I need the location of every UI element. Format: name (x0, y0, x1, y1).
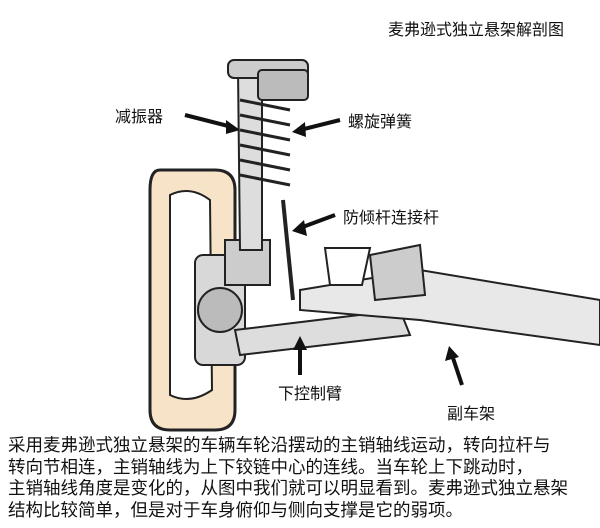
pointer-arrows (184, 113, 464, 386)
description-line: 主销轴线角度是变化的，从图中我们就可以明显看到。麦弗逊式独立悬架 (8, 479, 568, 499)
label-subframe: 副车架 (447, 404, 496, 423)
stabilizer-link (281, 199, 295, 301)
description-paragraph: 采用麦弗逊式独立悬架的车辆车轮沿摆动的主销轴线运动，转向拉杆与 转向节相连，主销… (8, 436, 568, 522)
label-coil-spring: 螺旋弹簧 (348, 112, 413, 131)
label-lower-control-arm: 下控制臂 (278, 384, 343, 403)
description-line: 结构比较简单，但是对于车身俯仰与侧向支撑是它的弱项。 (8, 500, 463, 521)
description-line: 采用麦弗逊式独立悬架的车辆车轮沿摆动的主销轴线运动，转向拉杆与 (8, 436, 551, 456)
description-line: 转向节相连，主销轴线为上下铰链中心的连线。当车轮上下跳动时， (8, 457, 533, 478)
label-shock-absorber: 减振器 (115, 107, 164, 126)
diagram-title: 麦弗逊式独立悬架解剖图 (388, 20, 565, 39)
coil-spring (239, 98, 291, 187)
lower-control-arm (233, 308, 412, 357)
subframe (299, 243, 600, 347)
label-stabilizer-link: 防倾杆连接杆 (343, 208, 440, 227)
strut (227, 59, 309, 251)
